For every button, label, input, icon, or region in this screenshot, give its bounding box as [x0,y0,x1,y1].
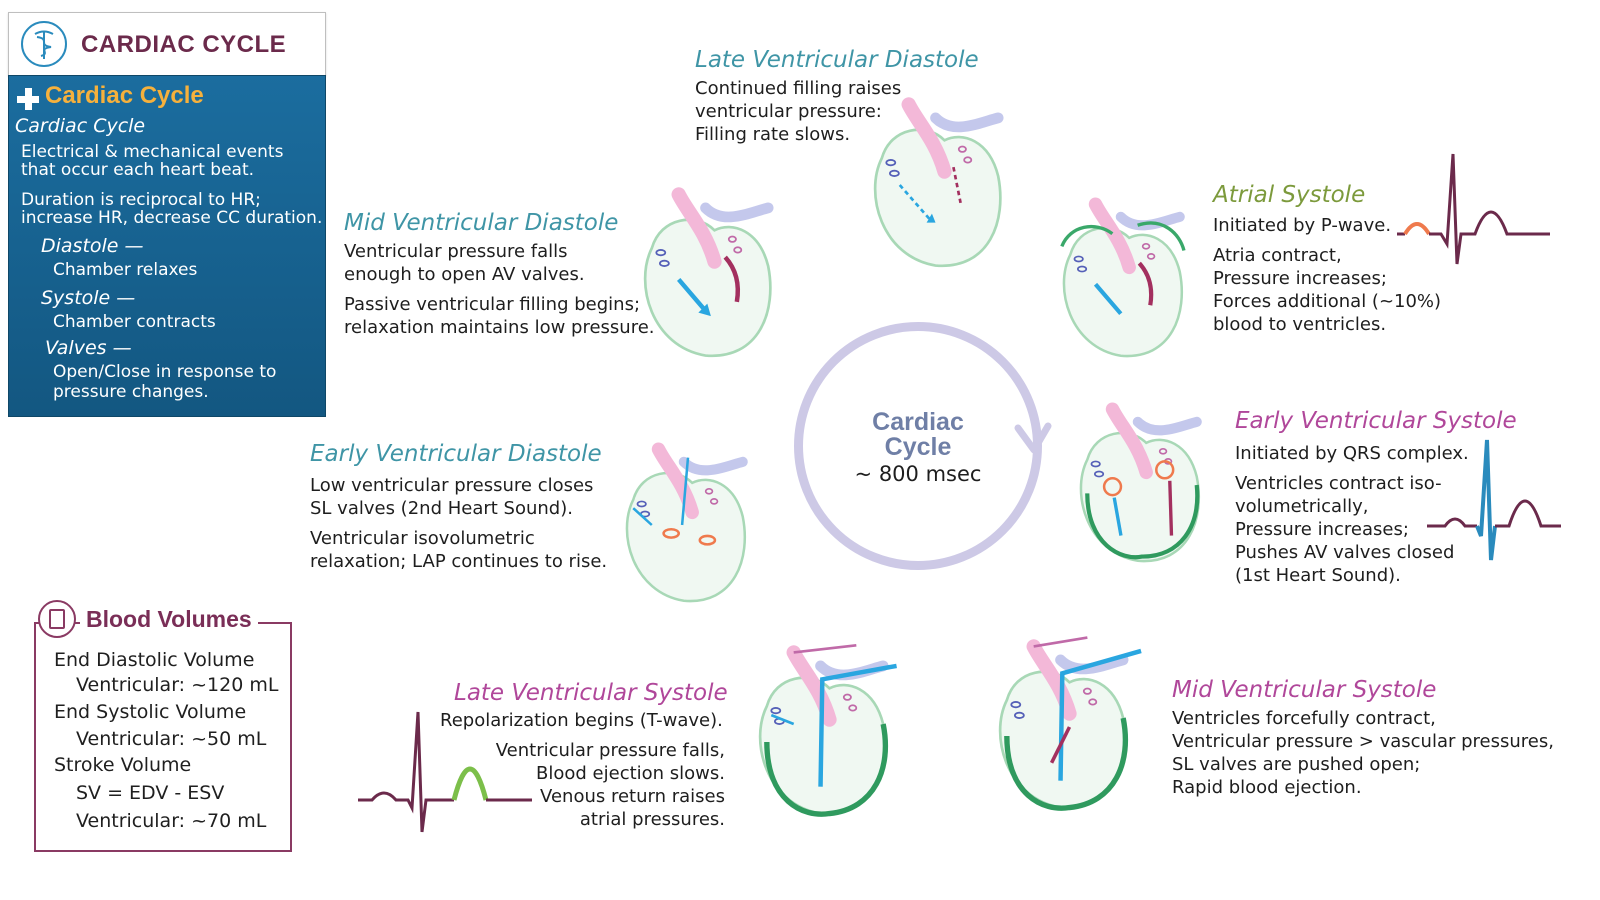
cycle-duration: ~ 800 msec [854,462,982,486]
late-systole-line-5: atrial pressures. [579,809,725,830]
plus-icon [17,88,39,110]
mid-diastole-line-3: Passive ventricular filling begins; [344,294,641,315]
ecg-trace-t-wave [358,711,532,833]
early-diastole-line-1: Low ventricular pressure closes [310,475,594,496]
early-vent-systole-title: Early Ventricular Systole [1235,408,1517,434]
heart-diagram-early-systole [1062,385,1222,585]
heart-diagram-mid-diastole [625,170,795,380]
late-diastole-line-3: Filling rate slows. [695,124,851,145]
early-systole-line-5: Pushes AV valves closed [1235,542,1455,563]
mid-systole-line-3: SL valves are pushed open; [1172,754,1421,775]
late-vent-diastole-text: Continued filling raises ventricular pre… [695,77,901,146]
late-systole-line-1: Repolarization begins (T-wave). [440,710,723,731]
calculator-icon [38,600,76,638]
mid-vent-systole-title: Mid Ventricular Systole [1172,677,1437,703]
mid-diastole-line-4: relaxation maintains low pressure. [344,317,655,338]
heart-diagram-late-diastole [855,80,1025,290]
late-vent-diastole-title: Late Ventricular Diastole [695,47,979,73]
sv-formula: SV = EDV - ESV [76,782,225,804]
early-systole-line-3: volumetrically, [1235,496,1369,517]
atrial-systole-text: Initiated by P-wave. Atria contract,Pres… [1213,214,1441,343]
late-systole-line-4: Venous return raises [540,786,725,807]
caduceus-icon [21,21,67,67]
atrial-line-3: Pressure increases; [1213,268,1387,289]
mid-systole-line-4: Rapid blood ejection. [1172,777,1362,798]
late-vent-systole-text: Repolarization begins (T-wave). Ventricu… [440,709,725,838]
early-systole-line-4: Pressure increases; [1235,519,1409,540]
duration-text-1: Duration is reciprocal to HR; [21,190,261,210]
def-text-1: Electrical & mechanical events [21,142,284,162]
ecg-trace-qrs [1427,439,1561,561]
early-systole-line-2: Ventricles contract iso- [1235,473,1442,494]
atrial-line-5: blood to ventricles. [1213,314,1387,335]
esv-label: End Systolic Volume [54,701,247,723]
atrial-line-1: Initiated by P-wave. [1213,215,1392,236]
valves-def-2: pressure changes. [53,382,209,402]
mid-diastole-line-2: enough to open AV valves. [344,264,585,285]
atrial-systole-title: Atrial Systole [1213,182,1366,208]
heart-diagram-late-systole [740,643,897,838]
page-title: CARDIAC CYCLE [81,31,287,58]
late-diastole-line-2: ventricular pressure: [695,101,882,122]
blood-volumes-title: Blood Volumes [80,606,258,633]
late-diastole-line-1: Continued filling raises [695,78,902,99]
early-diastole-line-2: SL valves (2nd Heart Sound). [310,498,573,519]
diastole-term: Diastole — [41,235,144,257]
cycle-title-line-1: Cardiac [872,408,964,436]
systole-term: Systole — [41,287,136,309]
def-term: Cardiac Cycle [15,115,146,137]
duration-text-2: increase HR, decrease CC duration. [21,208,323,228]
atrial-line-2: Atria contract, [1213,245,1342,266]
late-vent-systole-title: Late Ventricular Systole [454,680,728,706]
cycle-title-line-2: Cycle [884,433,952,461]
early-diastole-line-3: Ventricular isovolumetric [310,528,535,549]
heart-diagram-mid-systole [980,636,1142,832]
edv-value: Ventricular: ~120 mL [76,674,279,696]
edv-label: End Diastolic Volume [54,649,255,671]
heart-diagram-atrial-systole [1045,180,1205,380]
mid-vent-systole-text: Ventricles forcefully contract, Ventricu… [1172,707,1554,799]
mid-systole-line-2: Ventricular pressure > vascular pressure… [1172,731,1554,752]
cycle-arrow [1014,422,1052,454]
early-vent-systole-text: Initiated by QRS complex. Ventricles con… [1235,442,1469,594]
cycle-title: Cardiac Cycle [835,410,1001,460]
ecg-trace-p-wave [1397,153,1550,265]
early-diastole-line-4: relaxation; LAP continues to rise. [310,551,608,572]
heart-diagram-early-diastole [608,425,768,625]
mid-systole-line-1: Ventricles forcefully contract, [1172,708,1436,729]
systole-def: Chamber contracts [53,312,216,332]
mid-diastole-line-1: Ventricular pressure falls [344,241,568,262]
diastole-def: Chamber relaxes [53,260,198,280]
esv-value: Ventricular: ~50 mL [76,728,267,750]
late-systole-line-2: Ventricular pressure falls, [495,740,725,761]
summary-panel: Cardiac Cycle Cardiac Cycle Electrical &… [8,75,326,417]
early-vent-diastole-title: Early Ventricular Diastole [310,441,602,467]
early-systole-line-1: Initiated by QRS complex. [1235,443,1469,464]
late-systole-line-3: Blood ejection slows. [536,763,725,784]
valves-def-1: Open/Close in response to [53,362,277,382]
early-systole-line-6: (1st Heart Sound). [1235,565,1401,586]
mid-vent-diastole-title: Mid Ventricular Diastole [344,210,619,236]
summary-title: Cardiac Cycle [45,82,204,109]
sv-value: Ventricular: ~70 mL [76,810,267,832]
valves-term: Valves — [45,337,132,359]
def-text-2: that occur each heart beat. [21,160,255,180]
header-card: CARDIAC CYCLE [8,12,326,76]
sv-label: Stroke Volume [54,754,192,776]
atrial-line-4: Forces additional (~10%) [1213,291,1442,312]
